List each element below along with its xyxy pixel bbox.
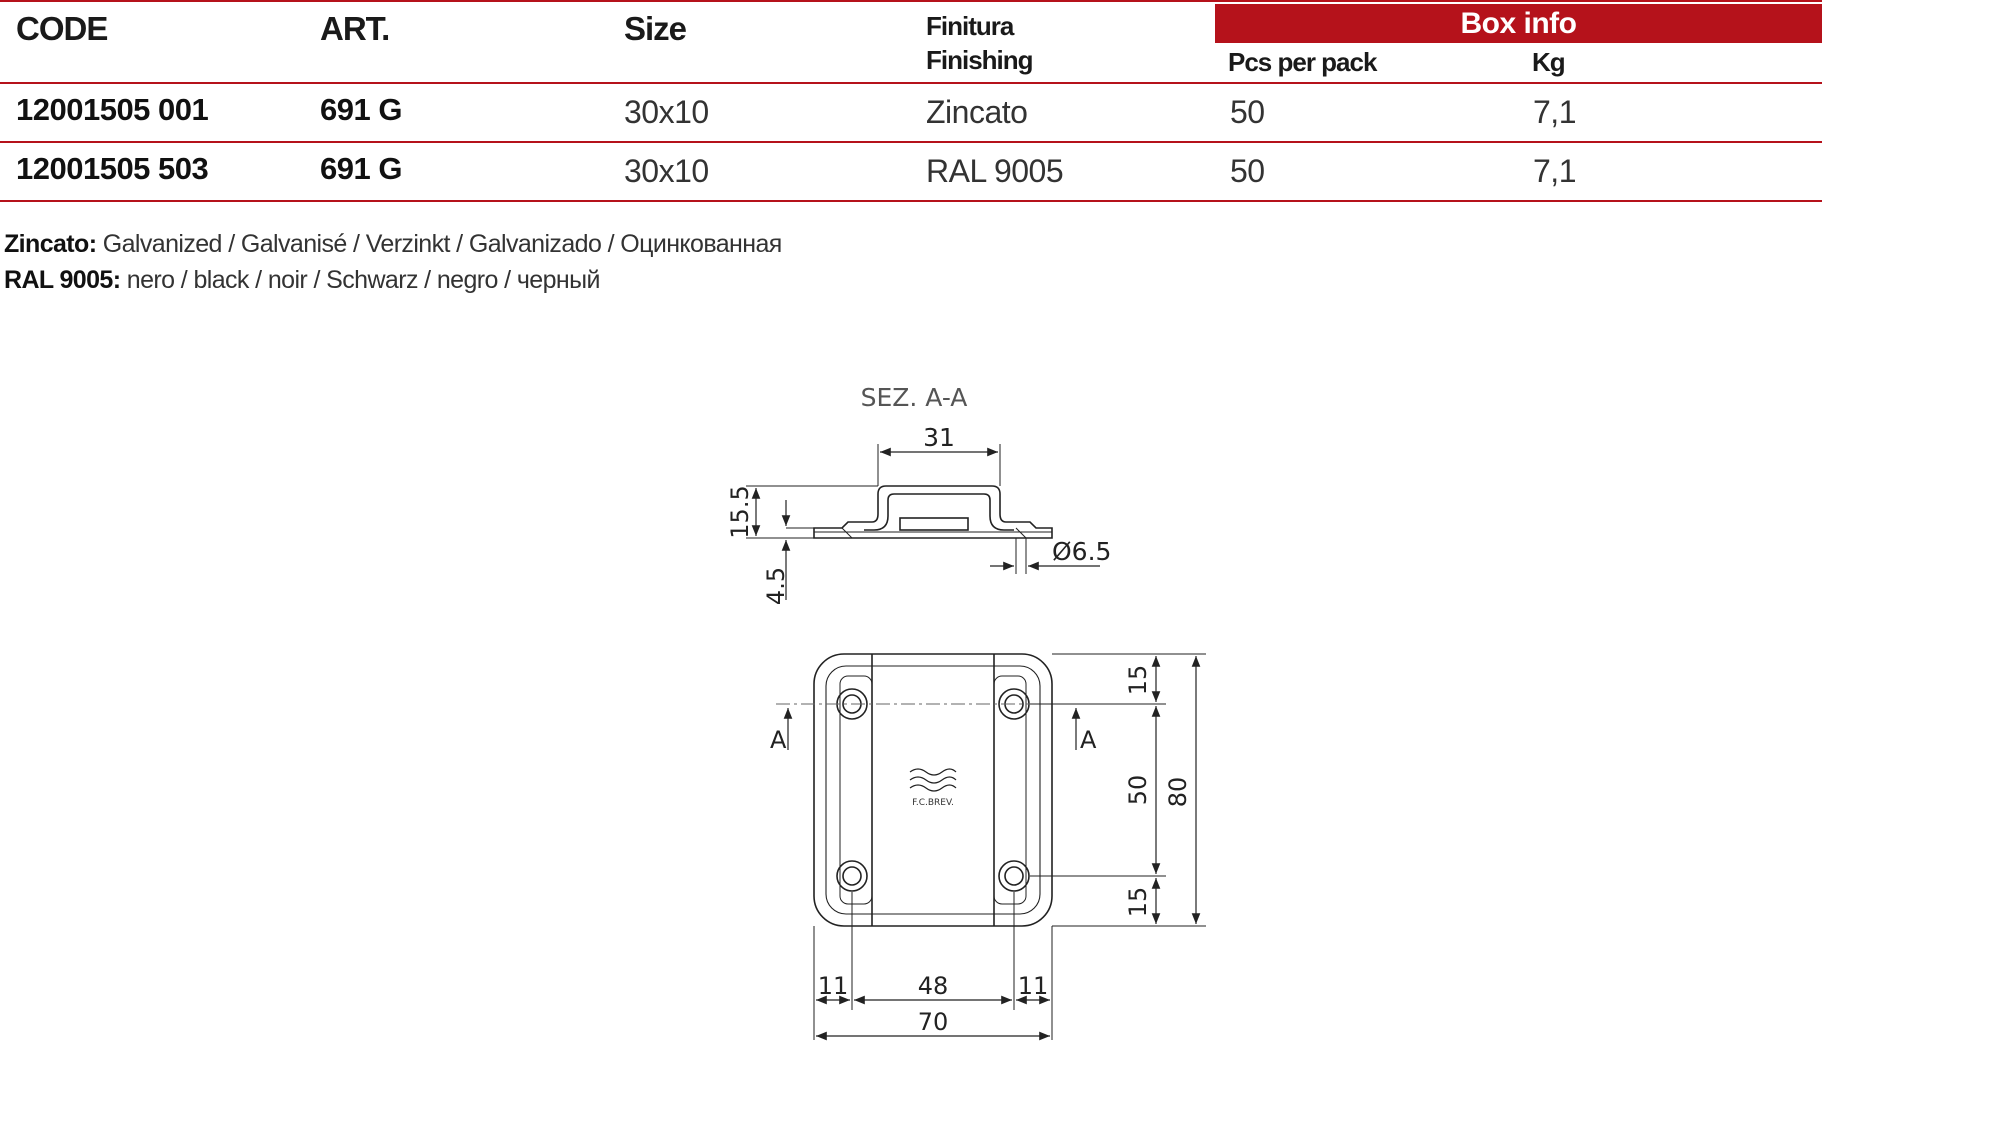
cell-finish: Zincato [926, 94, 1028, 130]
cell-code: 12001505 001 [16, 92, 209, 127]
brand-logo: F.C.BREV. [909, 768, 957, 808]
header-finitura: Finitura [926, 11, 1014, 41]
hole-inner [842, 866, 862, 886]
dim-11-left: 11 [818, 972, 849, 1000]
section-view: SEZ. A-A 31 15.5 4.5 Ø6.5 [726, 383, 1111, 605]
logo-wave [909, 784, 957, 792]
plate-inner-outline [825, 665, 1041, 915]
slot-right [993, 675, 1027, 905]
dim-48: 48 [918, 972, 949, 1000]
table-header: CODE ART. Size Finitura Finishing Box in… [0, 0, 1822, 84]
hole-left-mark [841, 527, 853, 539]
section-mark-left: A [770, 726, 787, 754]
plan-view: A A F.C.BREV. 15 50 15 80 11 48 1 [770, 653, 1206, 1041]
note-translations: nero / black / noir / Schwarz / negro / … [126, 266, 601, 294]
section-title: SEZ. A-A [861, 383, 968, 412]
cell-pcs: 50 [1230, 153, 1265, 189]
section-mark-right: A [1080, 726, 1097, 754]
header-box-info: Box info [1215, 4, 1822, 43]
dim-15-bottom: 15 [1124, 887, 1152, 918]
hole [836, 860, 868, 892]
note-term: RAL 9005: [4, 266, 121, 294]
cell-finish: RAL 9005 [926, 153, 1064, 189]
cell-art: 691 G [320, 92, 402, 127]
header-bottom-rule [0, 82, 1822, 84]
row-rule [0, 141, 1822, 143]
logo-wave [909, 776, 957, 784]
note-term: Zincato: [4, 230, 97, 258]
header-kg: Kg [1532, 47, 1566, 77]
dim-15-top: 15 [1124, 665, 1152, 696]
dim-50: 50 [1124, 775, 1152, 806]
hole-right-mark [1015, 527, 1027, 539]
cell-code: 12001505 503 [16, 151, 209, 186]
note-ral: RAL 9005: nero / black / noir / Schwarz … [4, 262, 782, 298]
dim-80: 80 [1164, 777, 1192, 808]
dim-11-right: 11 [1018, 972, 1049, 1000]
header-code: CODE [16, 10, 108, 47]
header-finishing: Finishing [926, 45, 1034, 75]
hole [998, 860, 1030, 892]
logo-text: F.C.BREV. [912, 798, 954, 808]
finish-notes: Zincato: Galvanized / Galvanisé / Verzin… [4, 226, 782, 298]
cell-kg: 7,1 [1533, 153, 1576, 189]
dim-70: 70 [918, 1008, 949, 1036]
note-zincato: Zincato: Galvanized / Galvanisé / Verzin… [4, 226, 782, 262]
cell-size: 30x10 [624, 153, 709, 189]
header-art: ART. [320, 10, 390, 47]
cell-size: 30x10 [624, 94, 709, 130]
profile-outline [813, 485, 1053, 539]
profile-plate [899, 517, 969, 531]
profile-inner [864, 493, 1014, 531]
note-translations: Galvanized / Galvanisé / Verzinkt / Galv… [102, 230, 783, 258]
header-pcs-per-pack: Pcs per pack [1228, 47, 1377, 77]
row-rule [0, 200, 1822, 202]
header-size: Size [624, 10, 687, 47]
plate-outline [813, 653, 1053, 927]
mounting-holes [836, 688, 1030, 892]
header-top-rule [0, 0, 1822, 2]
hole-inner [1004, 866, 1024, 886]
logo-wave [909, 768, 957, 776]
table-row: 12001505 503 691 G 30x10 RAL 9005 50 7,1 [0, 143, 1822, 202]
slot-left [839, 675, 873, 905]
dim-15-5: 15.5 [726, 485, 754, 538]
dim-31: 31 [923, 423, 955, 452]
dim-4-5: 4.5 [762, 567, 790, 605]
cell-kg: 7,1 [1533, 94, 1576, 130]
table-row: 12001505 001 691 G 30x10 Zincato 50 7,1 [0, 84, 1822, 143]
dim-hole: Ø6.5 [1052, 537, 1111, 566]
cell-art: 691 G [320, 151, 402, 186]
cell-pcs: 50 [1230, 94, 1265, 130]
